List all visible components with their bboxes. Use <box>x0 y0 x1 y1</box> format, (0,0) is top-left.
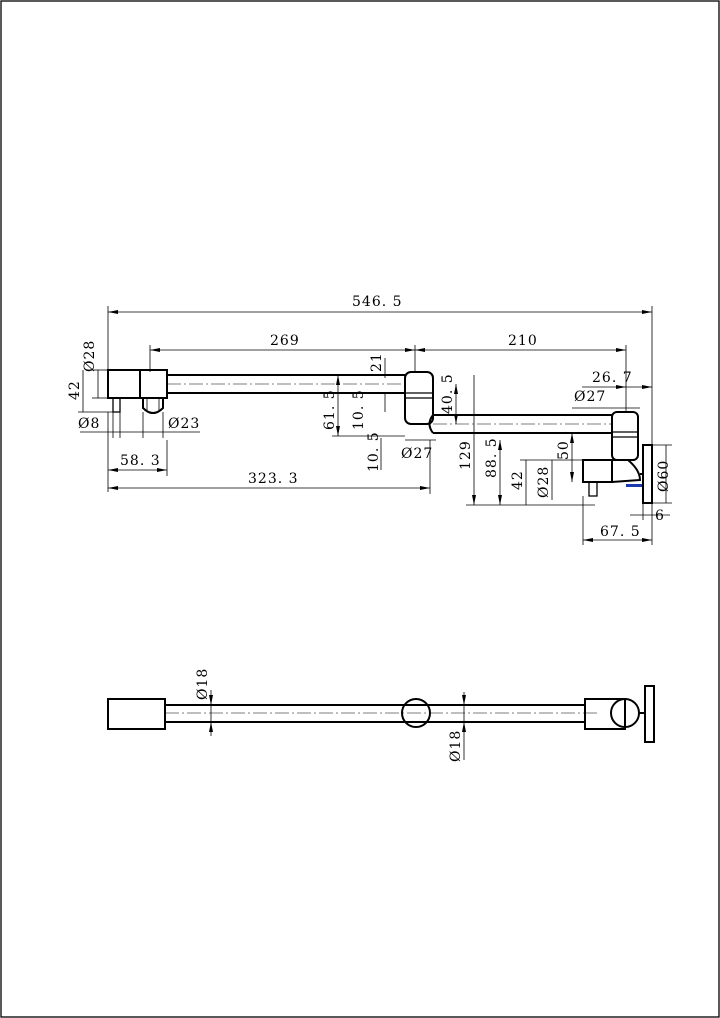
aerator <box>142 398 164 414</box>
dim-129: 129 <box>458 440 474 470</box>
spout-block <box>107 369 141 399</box>
dim-88-5: 88. 5 <box>484 437 500 478</box>
svg-text:Ø28: Ø28 <box>536 466 552 498</box>
dim-offset-21: 21 <box>369 352 385 372</box>
blue-marker <box>626 484 642 487</box>
dim-height-42-left: 42 <box>67 380 83 400</box>
svg-text:Ø27: Ø27 <box>574 389 606 405</box>
svg-text:Ø23: Ø23 <box>168 416 200 432</box>
svg-text:Ø18: Ø18 <box>448 730 464 762</box>
dim-dia-27-mid: 27 <box>413 446 433 462</box>
dim-dia-18-left: 18 <box>195 668 211 688</box>
dim-arm-length-1: 269 <box>270 333 300 349</box>
spout-collar <box>139 369 168 399</box>
dim-overall-width: 546. 5 <box>352 294 403 310</box>
svg-text:Ø18: Ø18 <box>195 668 211 700</box>
dia-symbol-18-left: Ø <box>195 688 211 700</box>
dim-dia-23: 23 <box>180 416 200 432</box>
dim-61-5: 61. 5 <box>322 389 338 430</box>
dim-dia-8: 8 <box>90 416 100 432</box>
dim-dia-28-right: 28 <box>536 466 552 486</box>
svg-text:Ø27: Ø27 <box>401 446 433 462</box>
dim-50: 50 <box>556 440 572 460</box>
svg-text:Ø28: Ø28 <box>82 340 98 372</box>
side-view: Ø18 Ø18 <box>107 668 655 762</box>
side-bracket <box>584 698 626 730</box>
dim-67-5: 67. 5 <box>600 524 641 540</box>
dia-symbol-28-right: Ø <box>536 486 552 498</box>
dim-323-3: 323. 3 <box>248 471 299 487</box>
dia-symbol-27-mid: Ø <box>401 446 413 462</box>
dia-symbol-60: Ø <box>656 480 672 492</box>
dim-40-5: 40. 5 <box>440 373 456 414</box>
side-wall-plate <box>644 685 655 743</box>
dim-6: 6 <box>655 508 665 524</box>
dim-dia-60: 60 <box>656 460 672 480</box>
dia-symbol-23: Ø <box>168 416 180 432</box>
dim-26-7: 26. 7 <box>592 370 633 386</box>
joint-2 <box>611 411 639 461</box>
dim-10-5-b: 10. 5 <box>366 431 382 472</box>
dim-dia-28-left: 28 <box>82 340 98 360</box>
dim-arm-length-2: 210 <box>508 333 538 349</box>
dim-58-3: 58. 3 <box>120 453 161 469</box>
dia-symbol-8: Ø <box>78 416 90 432</box>
dia-symbol-27-right: Ø <box>574 389 586 405</box>
pin-left <box>112 397 121 413</box>
pin-right <box>588 481 598 497</box>
dim-dia-18-right: 18 <box>448 730 464 750</box>
dim-height-42-right: 42 <box>510 470 526 490</box>
dim-10-5-a: 10. 5 <box>351 389 367 430</box>
wall-plate <box>642 444 653 504</box>
side-joint-circle <box>401 698 431 728</box>
dia-symbol-28-left: Ø <box>82 360 98 372</box>
dim-dia-27-right: 27 <box>586 389 606 405</box>
side-spout-block <box>107 698 166 730</box>
bracket-body <box>582 459 613 483</box>
dia-symbol-18-right: Ø <box>448 750 464 762</box>
top-view: 546. 5 269 210 26. 7 Ø27 21 10. 5 <box>67 294 672 545</box>
svg-text:Ø8: Ø8 <box>78 416 100 432</box>
svg-text:Ø60: Ø60 <box>656 460 672 492</box>
